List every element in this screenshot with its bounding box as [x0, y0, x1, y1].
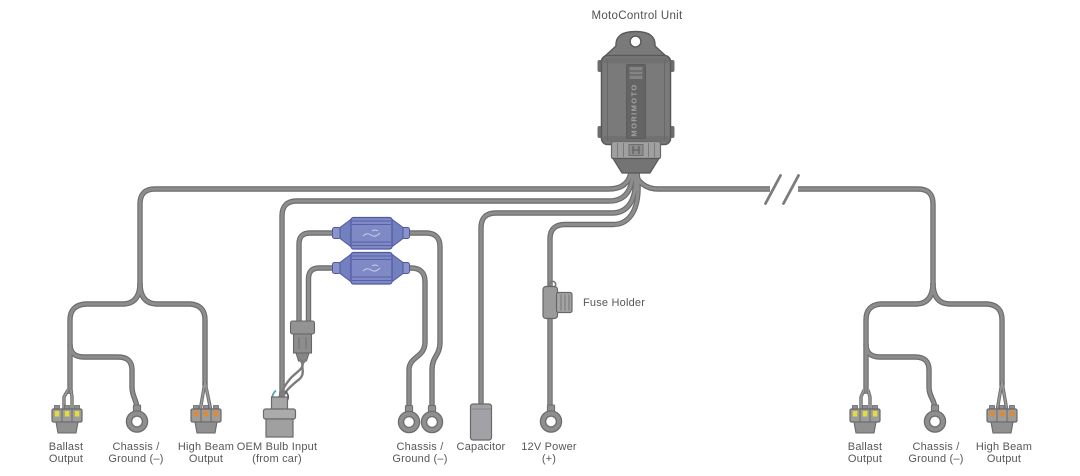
ballast-pin	[862, 411, 868, 417]
unit-title-label: MotoControl Unit	[591, 10, 683, 22]
label-left-ground-line1: Chassis /	[112, 441, 160, 453]
strain-relief-boot	[611, 157, 661, 174]
label-12v-power-line2: (+)	[542, 453, 556, 465]
load-resistor-module-2	[331, 251, 411, 285]
wire-break-symbol	[764, 174, 800, 205]
high-beam-pin	[999, 411, 1005, 417]
oem-bulb-input-plug	[262, 396, 297, 438]
ballast-pin	[852, 411, 858, 417]
ballast-pin	[872, 411, 878, 417]
load-resistor-module-1	[331, 216, 411, 250]
oem-inline-connector	[289, 320, 316, 362]
label-left-high-beam-line2: Output	[189, 453, 223, 465]
high-beam-connector-right	[986, 405, 1018, 434]
mounting-hole	[629, 35, 642, 48]
ballast-pin	[74, 411, 80, 417]
ground-ring-right	[924, 405, 945, 432]
label-right-ballast-line2: Output	[848, 453, 882, 465]
high-beam-pin	[1009, 411, 1015, 417]
ground-ring-left	[126, 405, 147, 432]
label-12v-power-line1: 12V Power	[521, 441, 577, 453]
high-beam-pin	[989, 411, 995, 417]
label-mid-ground-line2: Ground (–)	[392, 453, 447, 465]
ballast-pin	[54, 411, 60, 417]
label-left-ballast-line1: Ballast	[49, 441, 83, 453]
label-left-ground-line2: Ground (–)	[108, 453, 163, 465]
harness-wires	[62, 172, 1009, 414]
label-right-high-beam-line2: Output	[987, 453, 1021, 465]
motocontrol-unit: MORIMOTO	[597, 30, 675, 174]
fuse-holder-label: Fuse Holder	[583, 297, 645, 309]
high-beam-pin	[193, 411, 199, 417]
capacitor	[469, 403, 493, 441]
label-oem-input-line2: (from car)	[252, 453, 302, 465]
label-right-ground-line2: Ground (–)	[908, 453, 963, 465]
label-left-ballast-line2: Output	[49, 453, 83, 465]
high-beam-connector-left	[190, 405, 222, 434]
ballast-pin	[64, 411, 70, 417]
ballast-connector-right	[849, 405, 881, 434]
label-right-ground-line1: Chassis /	[912, 441, 960, 453]
ground-ring-mid-2	[421, 406, 442, 433]
ballast-connector-left	[51, 405, 83, 434]
label-right-high-beam-line1: High Beam	[976, 441, 1032, 453]
label-capacitor: Capacitor	[457, 441, 506, 453]
unit-brand-text: MORIMOTO	[630, 83, 639, 136]
twisted-wires	[271, 358, 308, 403]
unit-logo-mark	[629, 67, 643, 79]
high-beam-pin	[213, 411, 219, 417]
label-right-ballast-line1: Ballast	[848, 441, 882, 453]
high-beam-pin	[203, 411, 209, 417]
ground-ring-mid-1	[398, 406, 419, 433]
fuse-holder	[542, 280, 573, 320]
unit-label-band	[626, 64, 646, 139]
label-left-high-beam-line1: High Beam	[178, 441, 234, 453]
power-ring-12v	[540, 405, 561, 432]
label-mid-ground-line1: Chassis /	[396, 441, 444, 453]
label-oem-input-line1: OEM Bulb Input	[237, 441, 317, 453]
